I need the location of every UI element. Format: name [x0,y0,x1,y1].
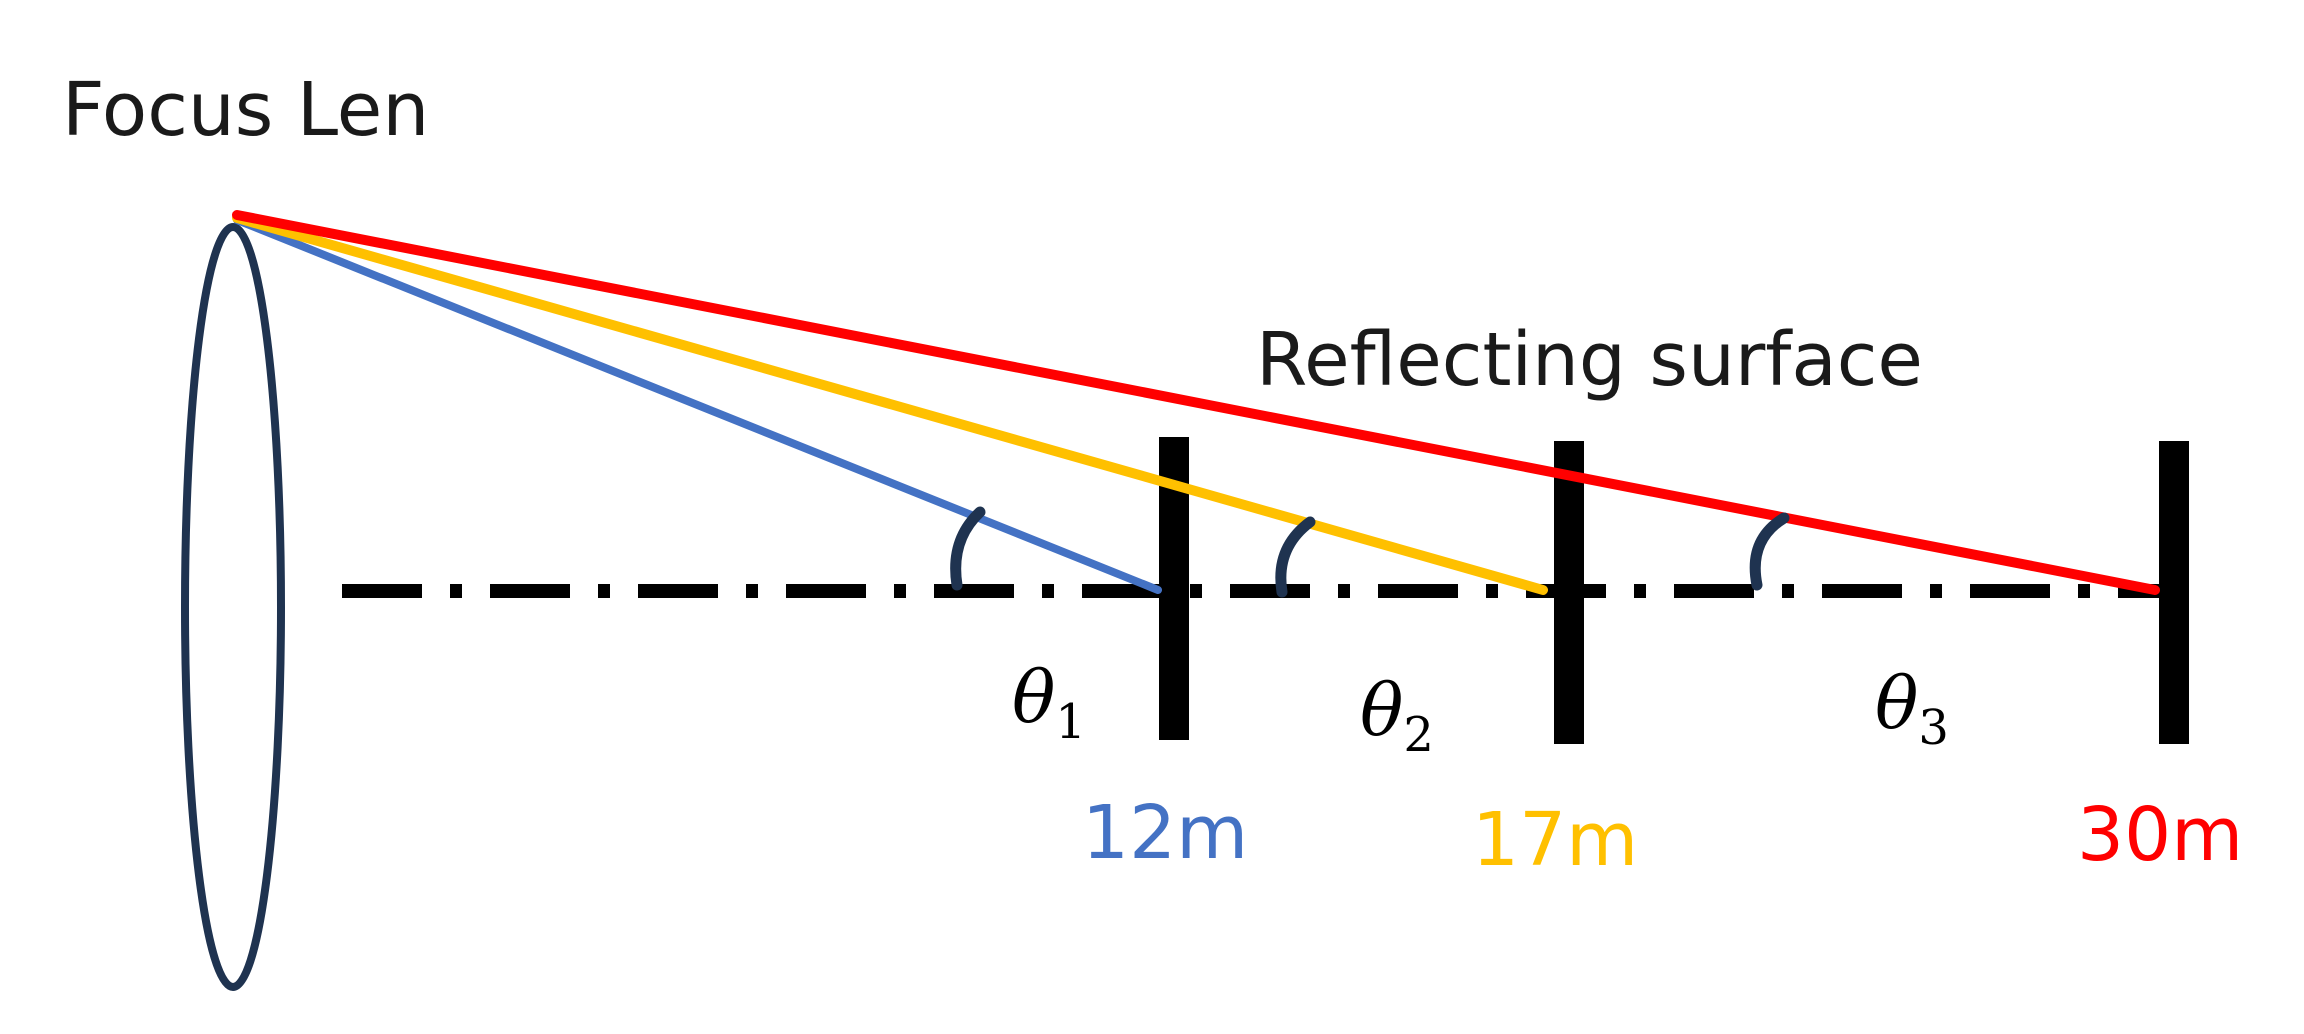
distance-label-17m: 17m [1472,797,1638,883]
distance-label-12m: 12m [1082,790,1248,876]
reflecting-surface-3 [2159,441,2189,744]
surface-label: Reflecting surface [1256,317,1923,403]
focus-lens [181,223,285,991]
reflecting-surface-2 [1554,441,1584,744]
theta-label-2: θ2 [1360,668,1434,763]
theta-label-1: θ1 [1012,655,1086,750]
angle-arc-3 [1749,512,1790,591]
ray-30m [232,210,2160,595]
angle-arc-1 [950,506,986,591]
theta-label-3: θ3 [1875,661,1949,756]
angle-arc-2 [1275,516,1316,598]
ray-17m [232,213,1548,595]
ray-12m [233,216,1162,594]
lens-label: Focus Len [62,67,429,153]
distance-label-30m: 30m [2077,792,2243,878]
